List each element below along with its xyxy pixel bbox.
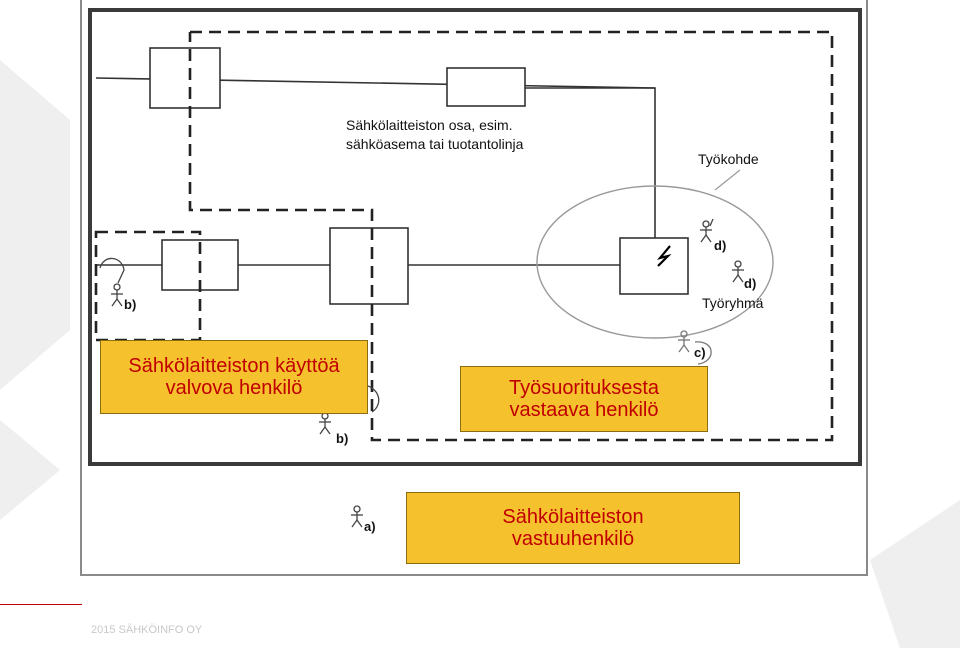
work-box xyxy=(619,237,689,295)
person-b-left-icon xyxy=(99,257,125,307)
work-site-pointer xyxy=(714,169,741,191)
person-c-label: c) xyxy=(694,345,706,360)
installation-part-zone xyxy=(188,30,834,442)
work-manager-callout: Työsuorituksesta vastaava henkilö xyxy=(460,366,708,432)
person-c-icon xyxy=(678,330,712,365)
person-d-top-label: d) xyxy=(714,238,727,253)
top-line-drop xyxy=(525,87,656,240)
person-b-bottom-label: b) xyxy=(336,431,349,446)
middle-breaker-box xyxy=(329,227,409,305)
work-site-label: Työkohde xyxy=(698,151,759,167)
work-manager-line2: vastaava henkilö xyxy=(509,399,659,421)
person-d-bottom-icon xyxy=(732,260,744,283)
operation-supervisor-line1: Sähkölaitteiston käyttöä xyxy=(128,355,340,377)
operation-supervisor-callout: Sähkölaitteiston käyttöä valvova henkilö xyxy=(100,340,368,414)
fault-arrow-icon xyxy=(656,245,672,267)
person-d-bottom-label: d) xyxy=(744,276,757,291)
top-breaker-box xyxy=(149,47,221,109)
inner-frame xyxy=(88,8,862,466)
person-a-icon xyxy=(351,505,363,528)
operation-supervisor-line2: valvova henkilö xyxy=(165,377,303,399)
person-b-left-label: b) xyxy=(124,297,137,312)
person-d-top-icon xyxy=(700,218,714,243)
footer-accent-line xyxy=(0,604,82,605)
person-a-label: a) xyxy=(364,519,376,534)
operation-zone xyxy=(94,230,202,342)
installation-manager-callout: Sähkölaitteiston vastuuhenkilö xyxy=(406,492,740,564)
top-device-box xyxy=(446,67,526,107)
installation-part-label-line1: Sähkölaitteiston osa, esim. xyxy=(346,117,513,133)
work-manager-line1: Työsuorituksesta xyxy=(508,377,660,399)
footer-copyright: 2015 SÄHKÖINFO OY xyxy=(91,624,203,636)
installation-manager-line2: vastuuhenkilö xyxy=(511,528,635,550)
installation-part-label-line2: sähköasema tai tuotantolinja xyxy=(346,136,524,152)
work-site-ellipse xyxy=(536,185,774,339)
work-group-label: Työryhmä xyxy=(702,295,764,311)
installation-manager-line1: Sähkölaitteiston xyxy=(502,506,644,528)
